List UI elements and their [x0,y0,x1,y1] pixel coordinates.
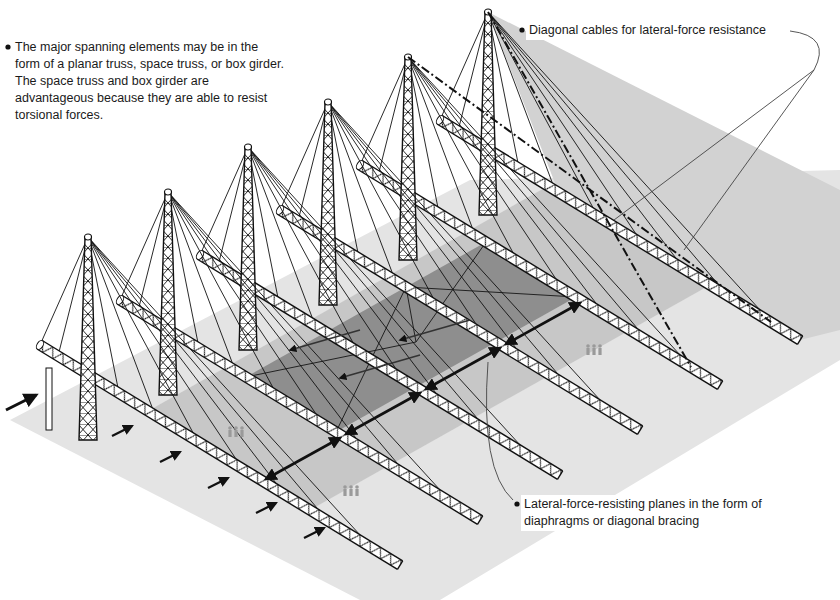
callout-note: Diagonal cables for lateral-force resist… [526,21,788,40]
people-figures [343,485,359,496]
bullet-dots [5,27,524,506]
people-figures [586,344,602,355]
tower-girder-unit [115,189,483,524]
tower-girder-unit [35,234,403,569]
diaphragm-arrows [290,320,470,378]
callout-note: Lateral-force-resisting planes in the fo… [521,495,831,531]
people-figures [228,426,244,437]
wind-arrows [112,426,324,538]
leader-lines [486,31,819,500]
diagonal-cable [408,12,771,367]
callout-note: The major spanning elements may be in th… [12,38,288,125]
end-wall [46,368,52,430]
wind-arrows [6,395,36,410]
lateral-force-arrows [266,303,580,479]
